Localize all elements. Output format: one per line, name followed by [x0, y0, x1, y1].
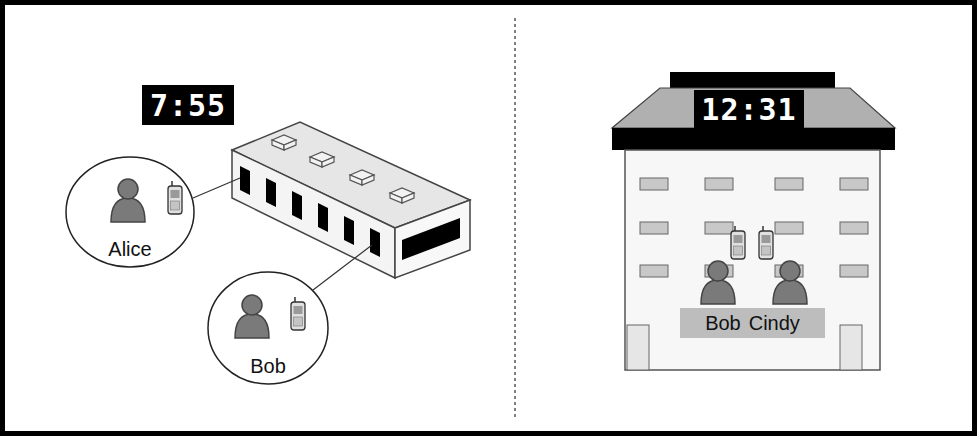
person-name: Bob [250, 355, 286, 378]
person-icon [111, 179, 145, 222]
phone-icon [291, 297, 305, 330]
clock-display: 12:31 [694, 90, 803, 128]
mall-building [612, 72, 895, 370]
clock-time: 7:55 [150, 88, 226, 123]
name-band: Bob Cindy [680, 308, 825, 338]
phone-icon [731, 226, 745, 259]
person-name: Alice [108, 238, 151, 261]
person-icon [701, 261, 735, 304]
leader-line [193, 178, 240, 198]
clock-display: 7:55 [142, 85, 234, 125]
phone-icon [168, 181, 182, 214]
person-name: Bob [705, 312, 741, 335]
divider [514, 18, 516, 418]
leader-line [313, 245, 372, 290]
clock-time: 12:31 [701, 92, 796, 127]
person-icon [773, 261, 807, 304]
user-bubble: Alice [66, 157, 194, 267]
user-bubble: Bob [208, 272, 328, 384]
person-icon [235, 295, 269, 338]
person-name: Cindy [749, 312, 800, 335]
office-building [232, 122, 470, 278]
phone-icon [759, 226, 773, 259]
